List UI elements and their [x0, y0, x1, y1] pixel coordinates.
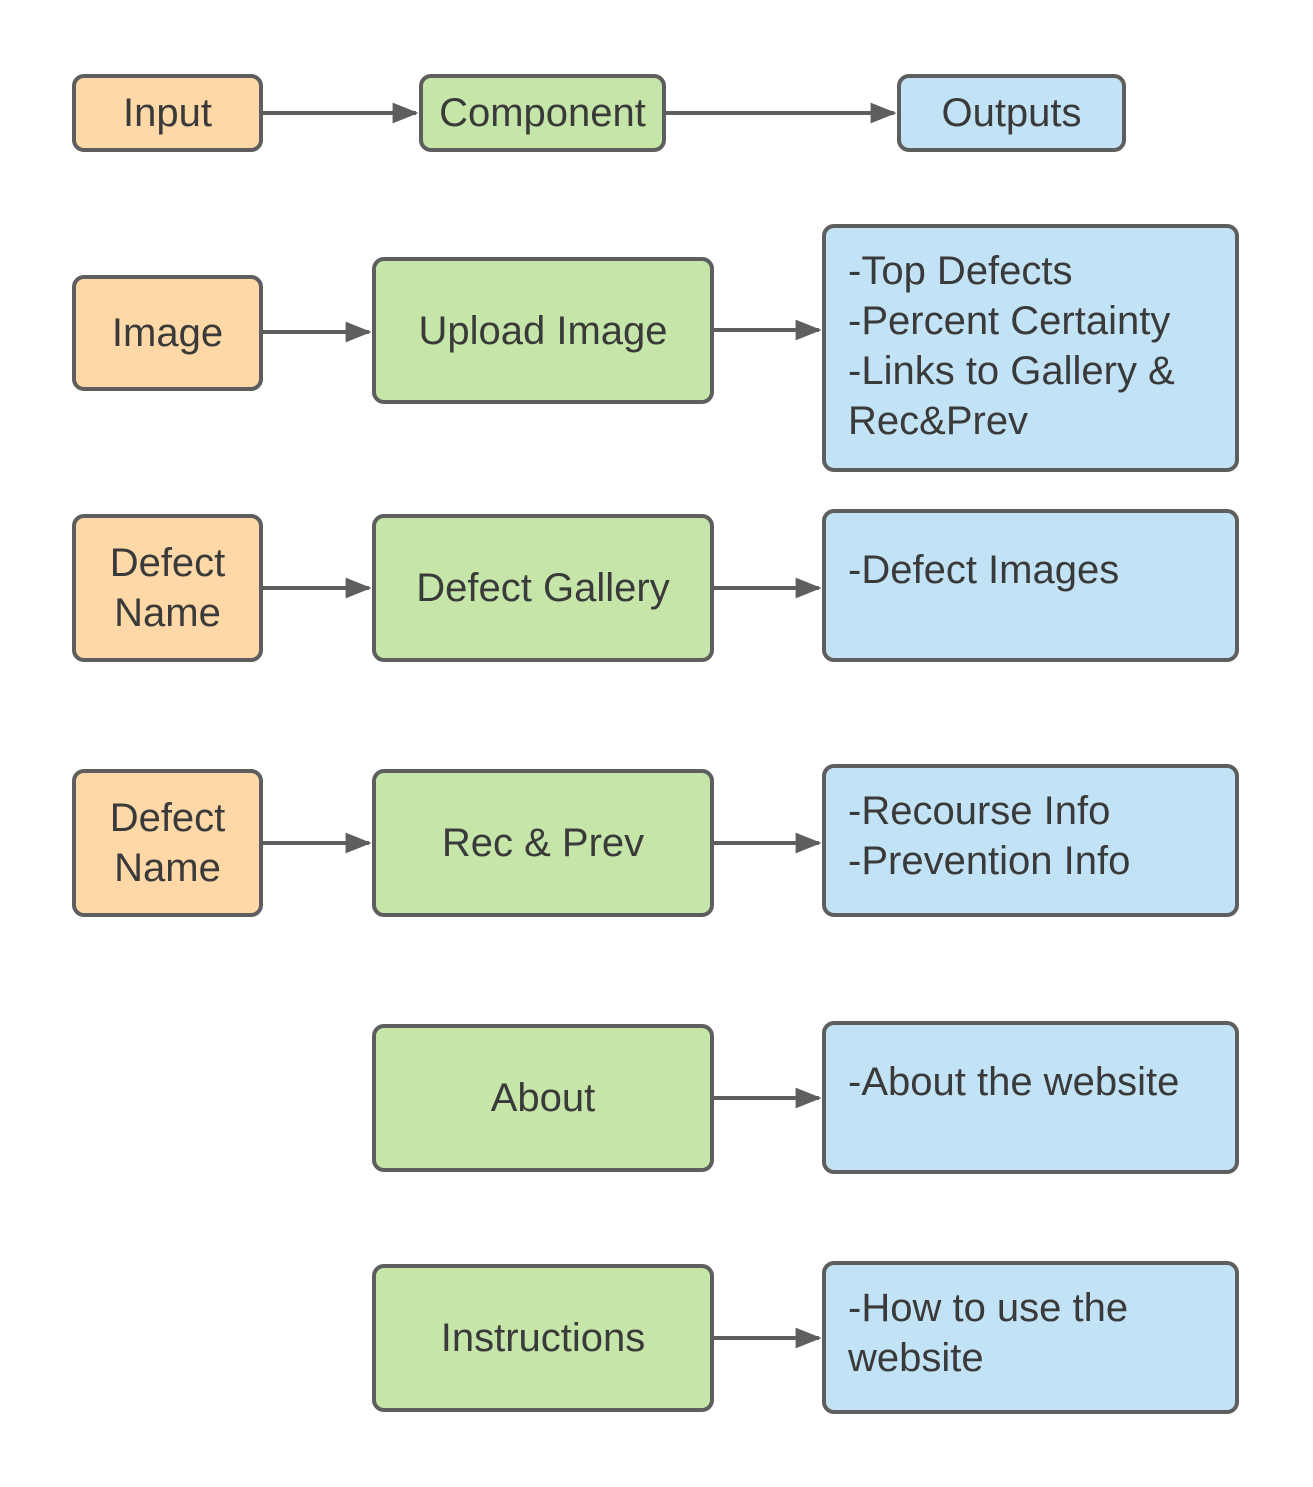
output-defect-gallery-box: -Defect Images — [822, 509, 1239, 662]
header-input-box: Input — [72, 74, 263, 152]
output-upload-image-label: -Top Defects -Percent Certainty -Links t… — [848, 249, 1175, 443]
output-rec-prev-box: -Recourse Info -Prevention Info — [822, 764, 1239, 917]
component-instructions-label: Instructions — [440, 1316, 646, 1360]
header-outputs-box: Outputs — [897, 74, 1126, 152]
component-defect-gallery-label: Defect Gallery — [416, 566, 670, 610]
input-defect-name-box-1: Defect Name — [72, 514, 263, 662]
component-upload-image-box: Upload Image — [372, 257, 714, 404]
output-instructions-label: -How to use the website — [848, 1286, 1129, 1380]
output-rec-prev-label: -Recourse Info -Prevention Info — [848, 789, 1131, 883]
output-about-box: -About the website — [822, 1021, 1239, 1174]
component-defect-gallery-box: Defect Gallery — [372, 514, 714, 662]
output-instructions-box: -How to use the website — [822, 1261, 1239, 1414]
header-component-box: Component — [419, 74, 666, 152]
input-image-label: Image — [111, 311, 224, 355]
component-upload-image-label: Upload Image — [418, 308, 668, 353]
header-outputs-label: Outputs — [941, 91, 1082, 135]
component-rec-prev-label: Rec & Prev — [441, 821, 645, 865]
input-defect-name-label-2: Defect Name — [109, 796, 226, 890]
input-defect-name-label-1: Defect Name — [109, 541, 226, 635]
header-component-label: Component — [439, 91, 646, 135]
output-about-label: -About the website — [848, 1060, 1180, 1104]
component-about-box: About — [372, 1024, 714, 1172]
input-image-box: Image — [72, 275, 263, 391]
component-rec-prev-box: Rec & Prev — [372, 769, 714, 917]
output-defect-gallery-label: -Defect Images — [848, 548, 1120, 592]
header-input-label: Input — [123, 91, 212, 135]
output-upload-image-box: -Top Defects -Percent Certainty -Links t… — [822, 224, 1239, 472]
component-instructions-box: Instructions — [372, 1264, 714, 1412]
input-defect-name-box-2: Defect Name — [72, 769, 263, 917]
component-about-label: About — [490, 1076, 596, 1120]
